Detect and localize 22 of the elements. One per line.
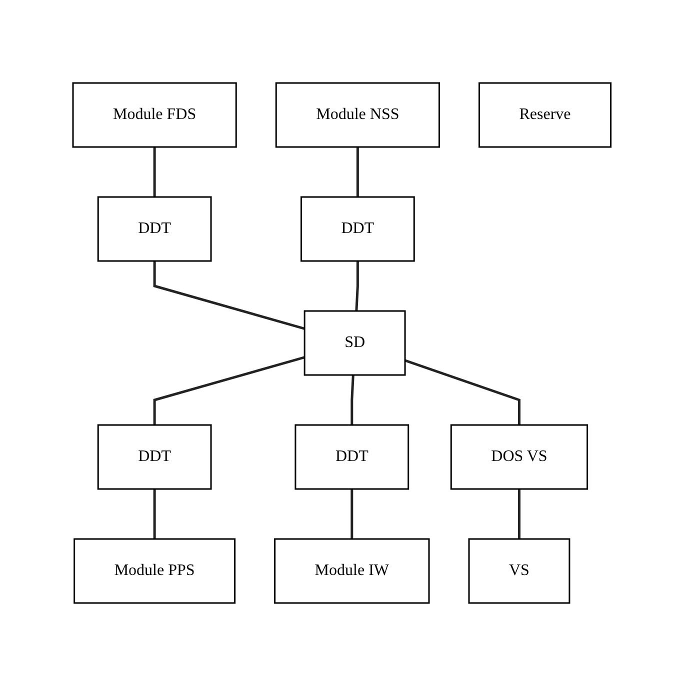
connector (355, 261, 360, 312)
node-box: DOS VS (450, 424, 588, 490)
node-box: SD (304, 310, 406, 376)
connector (350, 374, 355, 425)
node-box: VS (468, 538, 570, 604)
node-box: Reserve (478, 82, 612, 148)
node-box: DDT (294, 424, 410, 490)
node-box: Module NSS (275, 82, 440, 148)
connector (153, 261, 306, 330)
connector (153, 489, 156, 539)
node-box: Module IW (274, 538, 430, 604)
node-box: DDT (300, 196, 415, 262)
connector (153, 356, 306, 425)
node-box: Module FDS (72, 82, 237, 148)
connector (350, 489, 354, 539)
node-box: Module PPS (74, 538, 236, 604)
node-box: DDT (97, 424, 212, 490)
node-box: DDT (97, 196, 212, 262)
connector (153, 147, 156, 197)
connector (518, 489, 521, 539)
connector (356, 147, 360, 197)
connector (404, 359, 521, 425)
